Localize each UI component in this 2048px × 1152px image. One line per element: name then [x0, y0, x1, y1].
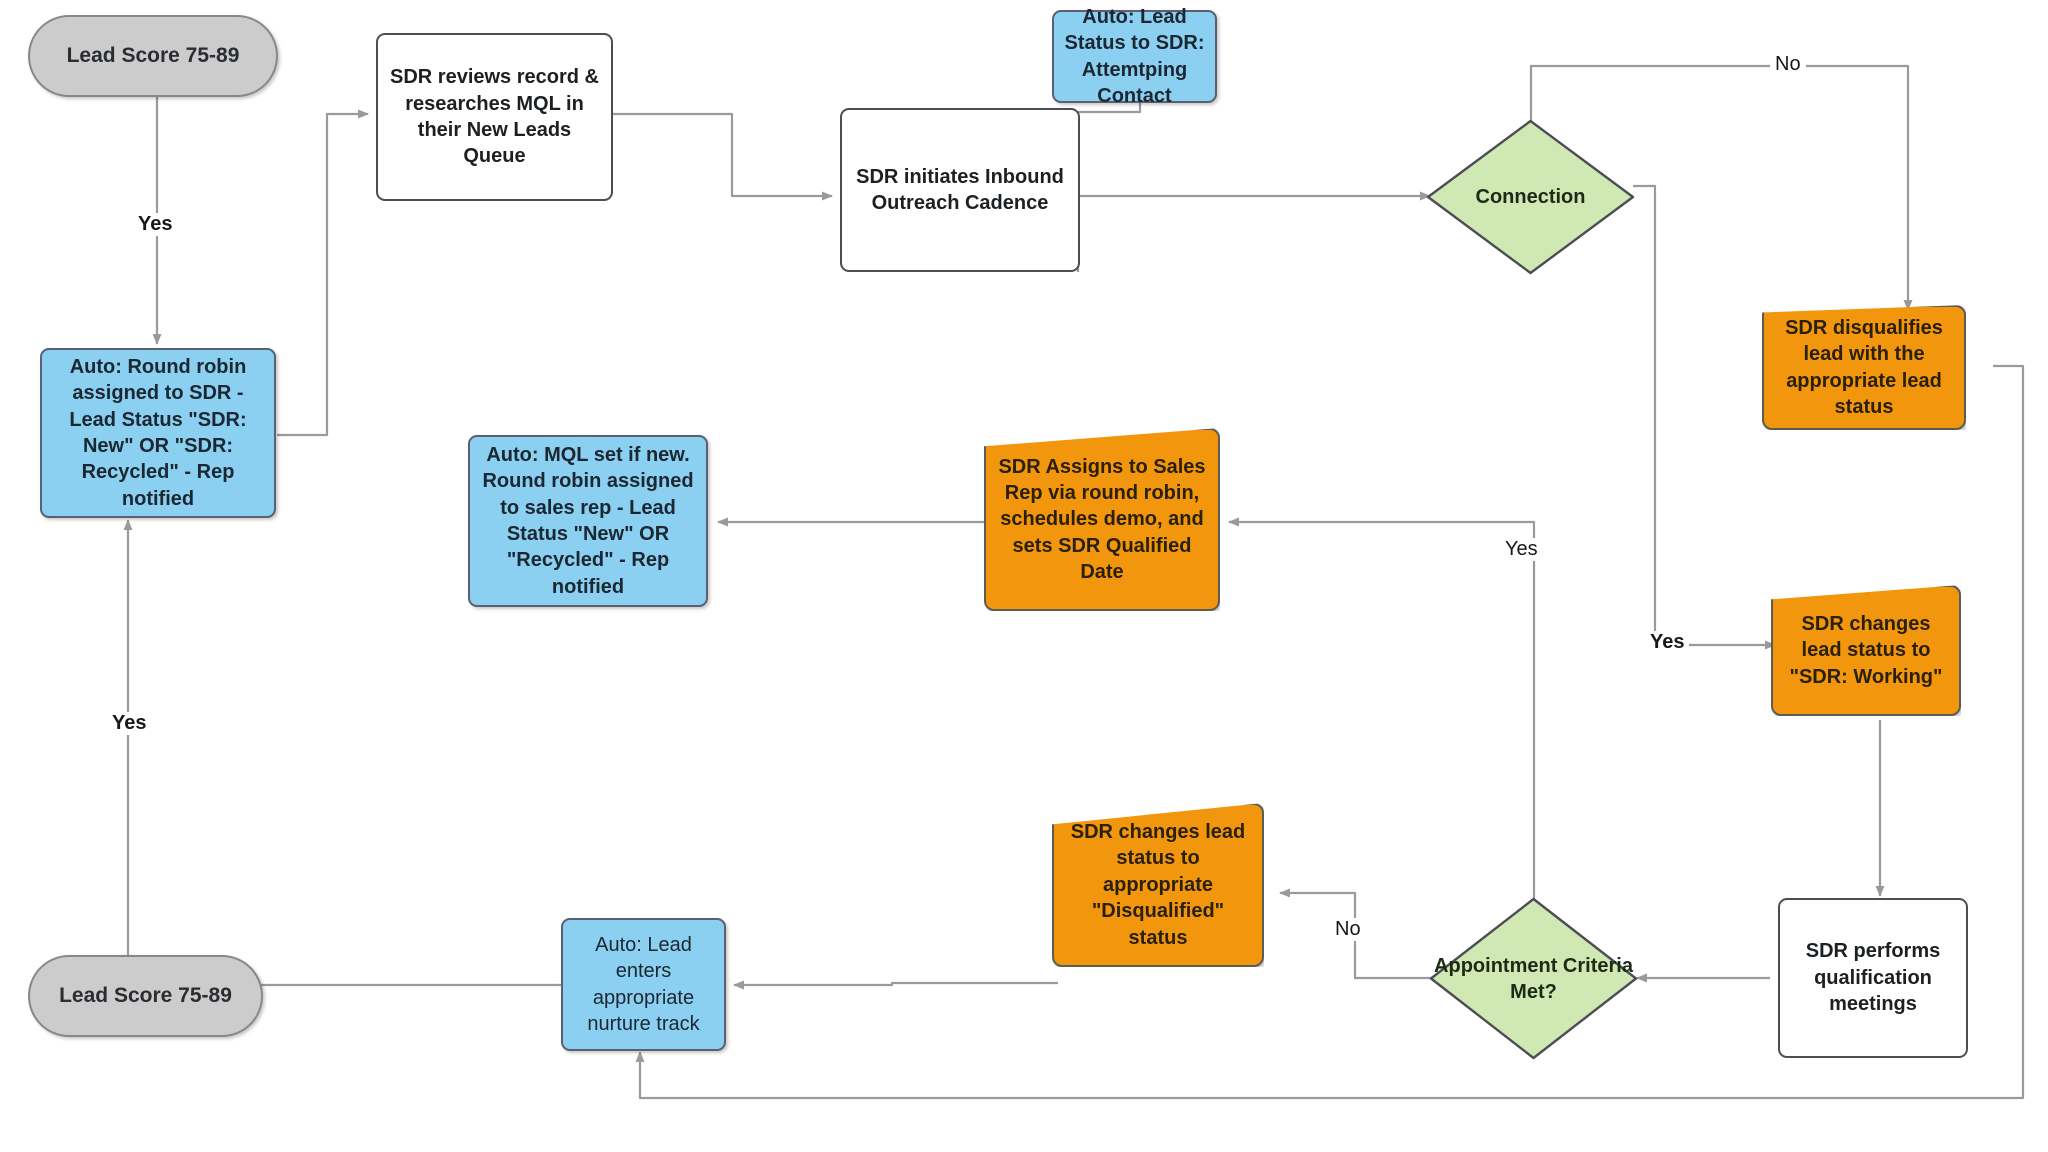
- node-connection[interactable]: Connection: [1425, 118, 1636, 276]
- edge-disqualify-to-nurture: [635, 364, 2025, 1100]
- node-auto-status[interactable]: Auto: Lead Status to SDR: Attemtping Con…: [1052, 6, 1217, 107]
- edge-disqstatus-to-nurture: [733, 980, 1058, 990]
- edge-autostatus-to-outreach: [1078, 103, 1142, 114]
- node-assign-rep-label: SDR Assigns to Sales Rep via round robin…: [998, 455, 1206, 584]
- edge-connection-no: [1529, 64, 1913, 311]
- node-auto-roundrobin[interactable]: Auto: Round robin assigned to SDR - Lead…: [40, 348, 276, 518]
- node-assign-rep[interactable]: SDR Assigns to Sales Rep via round robin…: [984, 428, 1220, 611]
- edge-roundrobin-to-review: [277, 109, 369, 437]
- connection-diamond-shape: [1426, 119, 1635, 275]
- node-start[interactable]: Lead Score 75-89: [28, 15, 278, 97]
- node-appt-criteria[interactable]: Appointment Criteria Met?: [1428, 896, 1639, 1061]
- node-sdr-working-label: SDR changes lead status to "SDR: Working…: [1789, 612, 1943, 688]
- node-sdr-review[interactable]: SDR reviews record & researches MQL in t…: [376, 33, 613, 201]
- edge-label-start-yes: Yes: [133, 213, 178, 236]
- node-nurture[interactable]: Auto: Lead enters appropriate nurture tr…: [561, 918, 726, 1051]
- edge-label-connection-no: No: [1770, 53, 1806, 76]
- node-outreach-label: SDR initiates Inbound Outreach Cadence: [856, 165, 1064, 214]
- node-sdr-review-label: SDR reviews record & researches MQL in t…: [390, 66, 599, 168]
- node-disq-status[interactable]: SDR changes lead status to appropriate "…: [1052, 803, 1264, 967]
- edge-connection-yes: [1633, 184, 1776, 650]
- node-end[interactable]: Lead Score 75-89: [28, 955, 263, 1037]
- edge-appt-yes: [1228, 517, 1536, 978]
- node-nurture-label: Auto: Lead enters appropriate nurture tr…: [587, 933, 700, 1035]
- node-auto-status-label: Auto: Lead Status to SDR: Attemtping Con…: [1064, 5, 1205, 107]
- node-start-label: Lead Score 75-89: [66, 44, 240, 68]
- node-auto-mql-label: Auto: MQL set if new. Round robin assign…: [482, 443, 694, 598]
- node-auto-roundrobin-label: Auto: Round robin assigned to SDR - Lead…: [69, 355, 247, 510]
- node-end-label: Lead Score 75-89: [59, 984, 232, 1008]
- node-connection-label: Connection: [1475, 186, 1586, 208]
- node-disq-status-label: SDR changes lead status to appropriate "…: [1070, 821, 1246, 949]
- node-disqualify[interactable]: SDR disqualifies lead with the appropria…: [1762, 305, 1966, 430]
- node-disqualify-label: SDR disqualifies lead with the appropria…: [1785, 316, 1943, 418]
- edge-label-appt-no: No: [1330, 918, 1366, 941]
- node-qual-meetings-label: SDR performs qualification meetings: [1805, 940, 1941, 1016]
- node-outreach[interactable]: SDR initiates Inbound Outreach Cadence: [840, 108, 1080, 272]
- node-appt-criteria-label: Appointment Criteria Met?: [1434, 954, 1633, 1003]
- edge-label-end-yes: Yes: [107, 712, 152, 735]
- node-sdr-working[interactable]: SDR changes lead status to "SDR: Working…: [1771, 585, 1961, 716]
- edge-label-appt-yes: Yes: [1500, 538, 1543, 561]
- edge-review-to-outreach: [612, 112, 833, 201]
- appointment-diamond-shape: [1429, 897, 1638, 1060]
- node-auto-mql[interactable]: Auto: MQL set if new. Round robin assign…: [468, 435, 708, 607]
- edge-label-connection-yes: Yes: [1645, 631, 1690, 654]
- node-qual-meetings[interactable]: SDR performs qualification meetings: [1778, 898, 1968, 1058]
